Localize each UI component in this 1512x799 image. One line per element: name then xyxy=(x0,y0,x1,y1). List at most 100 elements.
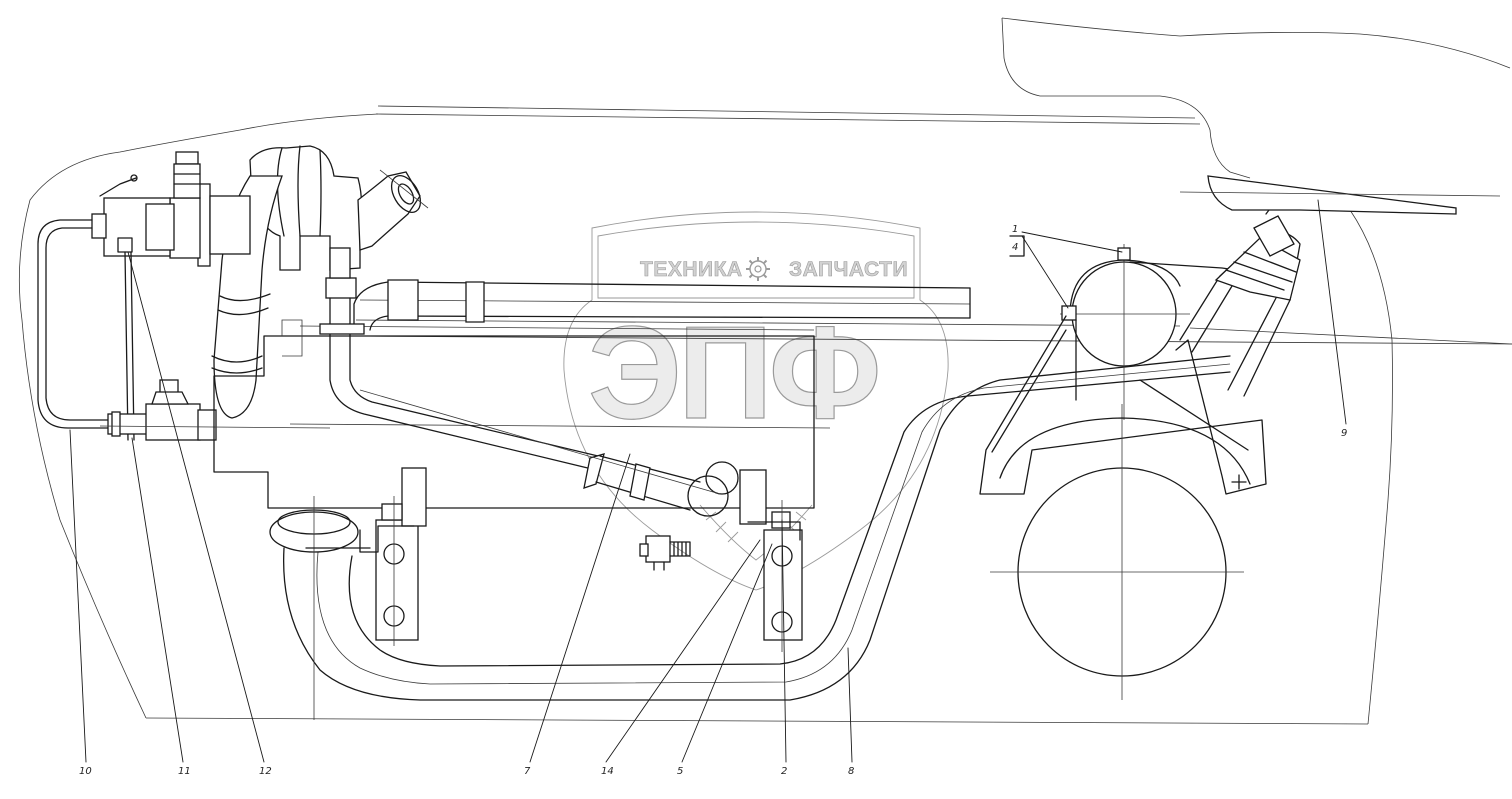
pressure-line xyxy=(37,219,331,441)
cab-outline xyxy=(1001,17,1251,179)
callout-labels: 1 4 9 10 11 12 7 14 5 2 8 xyxy=(79,224,1347,777)
actuator-ear xyxy=(91,213,107,239)
pressure-line-inner xyxy=(45,227,111,421)
callout-2: 2 xyxy=(781,766,787,777)
callout-1: 1 xyxy=(1012,224,1018,235)
watermark-text-right: ЗАПЧАСТИ xyxy=(789,258,908,281)
watermark-text-left: ТЕХНИКА xyxy=(640,258,743,281)
tailpipe-inner xyxy=(1191,285,1277,391)
drain-valve-stem xyxy=(639,543,649,557)
vertical-pipe-flange xyxy=(329,247,351,279)
down-pipe-clamp-2 xyxy=(211,355,263,374)
main-pipe-outer xyxy=(282,355,1231,701)
intake-pipe xyxy=(353,279,971,331)
tailpipe-clamp xyxy=(1253,215,1295,257)
exhaust-downpipe xyxy=(319,247,739,517)
callout-7: 7 xyxy=(524,766,531,777)
elbow-axis xyxy=(379,169,429,209)
diagonal-pipe-end-inner xyxy=(705,461,739,495)
left-bracket-upright xyxy=(401,467,427,527)
vertical-pipe-clamp xyxy=(319,323,365,335)
vertical-pipe-right xyxy=(349,297,599,457)
engine-block-outline xyxy=(213,335,815,509)
middle-bracket-upright xyxy=(739,469,767,525)
lower-fitting-nut xyxy=(111,411,121,437)
callout-10: 10 xyxy=(79,766,92,777)
intake-pipe-sleeve xyxy=(387,279,419,321)
middle-bracket-nut xyxy=(771,511,791,529)
frame-longitudinal xyxy=(355,335,1512,345)
heat-shield-bracket xyxy=(979,315,1267,495)
actuator-rod-2 xyxy=(130,251,135,441)
drain-valve-body xyxy=(645,535,671,563)
breather-cap xyxy=(175,151,199,165)
callout-9: 9 xyxy=(1341,428,1347,439)
vertical-pipe-left xyxy=(329,297,597,471)
body-bottom xyxy=(145,717,1369,725)
leader-7 xyxy=(529,453,631,763)
elbow-flange xyxy=(390,175,422,213)
actuator-rod xyxy=(124,251,129,441)
intake-pipe-top xyxy=(387,281,971,289)
callout-5: 5 xyxy=(677,766,683,777)
engine-block-mid xyxy=(289,423,831,429)
watermark-main-text: ЭПФ xyxy=(588,299,878,446)
cab-top-edge xyxy=(1001,17,1511,69)
intake-pipe-bottom xyxy=(387,315,971,319)
leader-4 xyxy=(1021,235,1069,309)
leader-lines xyxy=(69,199,1347,763)
left-bracket-nut xyxy=(381,503,403,521)
leader-10 xyxy=(69,429,87,763)
down-pipe-clamp xyxy=(217,293,271,316)
compressor-outlet-elbow xyxy=(357,171,421,251)
body-left-outline xyxy=(18,113,379,719)
frame-upper xyxy=(377,105,1196,119)
heat-shield-bracket-3 xyxy=(991,329,1067,453)
tailpipe-flex xyxy=(1214,237,1301,301)
leader-9 xyxy=(1317,199,1347,425)
left-bracket-strap xyxy=(359,525,415,553)
callout-14: 14 xyxy=(601,766,614,777)
main-pipe-inner xyxy=(348,371,1231,667)
middle-bracket-strap xyxy=(747,521,801,541)
leader-2 xyxy=(781,519,787,763)
frame-right-top xyxy=(1189,327,1512,345)
tailpipe-flex-ribs xyxy=(1225,251,1297,291)
body-right-outline xyxy=(1349,209,1393,725)
lower-valve-axis xyxy=(99,425,331,429)
callout-1-4-box xyxy=(1009,235,1025,257)
callout-8: 8 xyxy=(848,766,854,777)
vertical-pipe-collar xyxy=(325,277,357,299)
engine-block xyxy=(213,319,831,509)
engine-block-inner xyxy=(281,319,303,357)
watermark-banner xyxy=(597,221,915,299)
frame-upper-2 xyxy=(375,113,1201,125)
deflector-plate xyxy=(1207,175,1457,215)
muffler-band-bolt-top xyxy=(1117,247,1131,261)
lower-valve-mount xyxy=(197,409,217,441)
heat-shield-bracket-2 xyxy=(1139,379,1249,451)
bracket-plus-mark xyxy=(1231,474,1247,490)
watermark-shield xyxy=(563,211,949,591)
callout-12: 12 xyxy=(259,766,272,777)
intake-pipe-clamp xyxy=(465,281,485,323)
diagonal-pipe-end xyxy=(687,475,729,517)
wheel-arch xyxy=(999,417,1251,485)
diagonal-pipe-axis xyxy=(359,389,721,495)
diagonal-pipe-clamp xyxy=(629,463,651,501)
leader-14 xyxy=(605,539,761,763)
turbocharger-assembly xyxy=(91,145,429,441)
muffler-assembly xyxy=(979,175,1501,495)
actuator-lever-ball xyxy=(130,174,138,182)
intake-elbow xyxy=(353,281,389,331)
drain-valve-stem-down xyxy=(653,561,665,571)
muffler-band-bolt-left xyxy=(1061,305,1077,321)
main-pipe-axis xyxy=(316,363,1231,685)
deflector-axis xyxy=(1179,191,1501,197)
intake-pipe-axis xyxy=(359,299,971,305)
rear-wheel xyxy=(990,404,1251,700)
elbow-flange-inner xyxy=(397,183,415,205)
callout-4: 4 xyxy=(1012,242,1018,253)
